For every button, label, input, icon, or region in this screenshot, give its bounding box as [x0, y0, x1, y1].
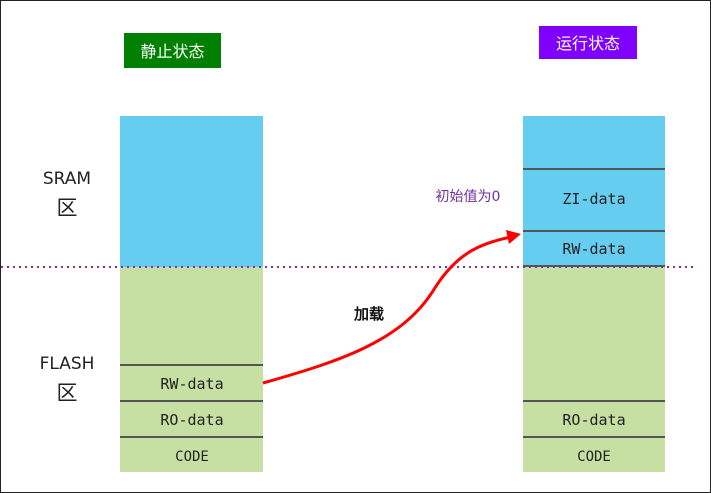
- static-state-title: 静止状态: [140, 42, 204, 61]
- static-sram-region: [120, 116, 263, 267]
- runtime-state-title: 运行状态: [556, 34, 620, 53]
- static-flash-region: [120, 267, 263, 472]
- static-memory-column: RW-data RO-data CODE: [120, 116, 263, 472]
- load-label: 加载: [353, 305, 384, 323]
- load-arrow: [262, 230, 521, 385]
- flash-region-suffix: 区: [57, 381, 78, 405]
- runtime-ro-data-label: RO-data: [562, 411, 625, 429]
- runtime-code-label: CODE: [577, 449, 611, 465]
- sram-region-label: SRAM 区: [43, 169, 91, 220]
- flash-region-label: FLASH 区: [40, 354, 95, 405]
- static-code-label: CODE: [175, 449, 209, 465]
- runtime-state-badge: 运行状态: [539, 26, 637, 59]
- sram-label: SRAM: [43, 169, 91, 189]
- static-rw-data-label: RW-data: [160, 375, 223, 393]
- runtime-sram-region: [523, 116, 665, 267]
- static-state-badge: 静止状态: [124, 33, 221, 68]
- runtime-flash-region: [523, 267, 665, 472]
- zi-init-note: 初始值为0: [436, 188, 501, 205]
- static-ro-data-label: RO-data: [160, 411, 223, 429]
- load-arrow-head-icon: [506, 230, 521, 244]
- runtime-rw-data-label: RW-data: [562, 240, 625, 258]
- sram-region-suffix: 区: [57, 196, 78, 220]
- runtime-zi-data-label: ZI-data: [562, 190, 625, 208]
- flash-label: FLASH: [40, 354, 95, 374]
- load-arrow-curve: [262, 235, 512, 385]
- runtime-memory-column: ZI-data RW-data RO-data CODE: [523, 116, 665, 472]
